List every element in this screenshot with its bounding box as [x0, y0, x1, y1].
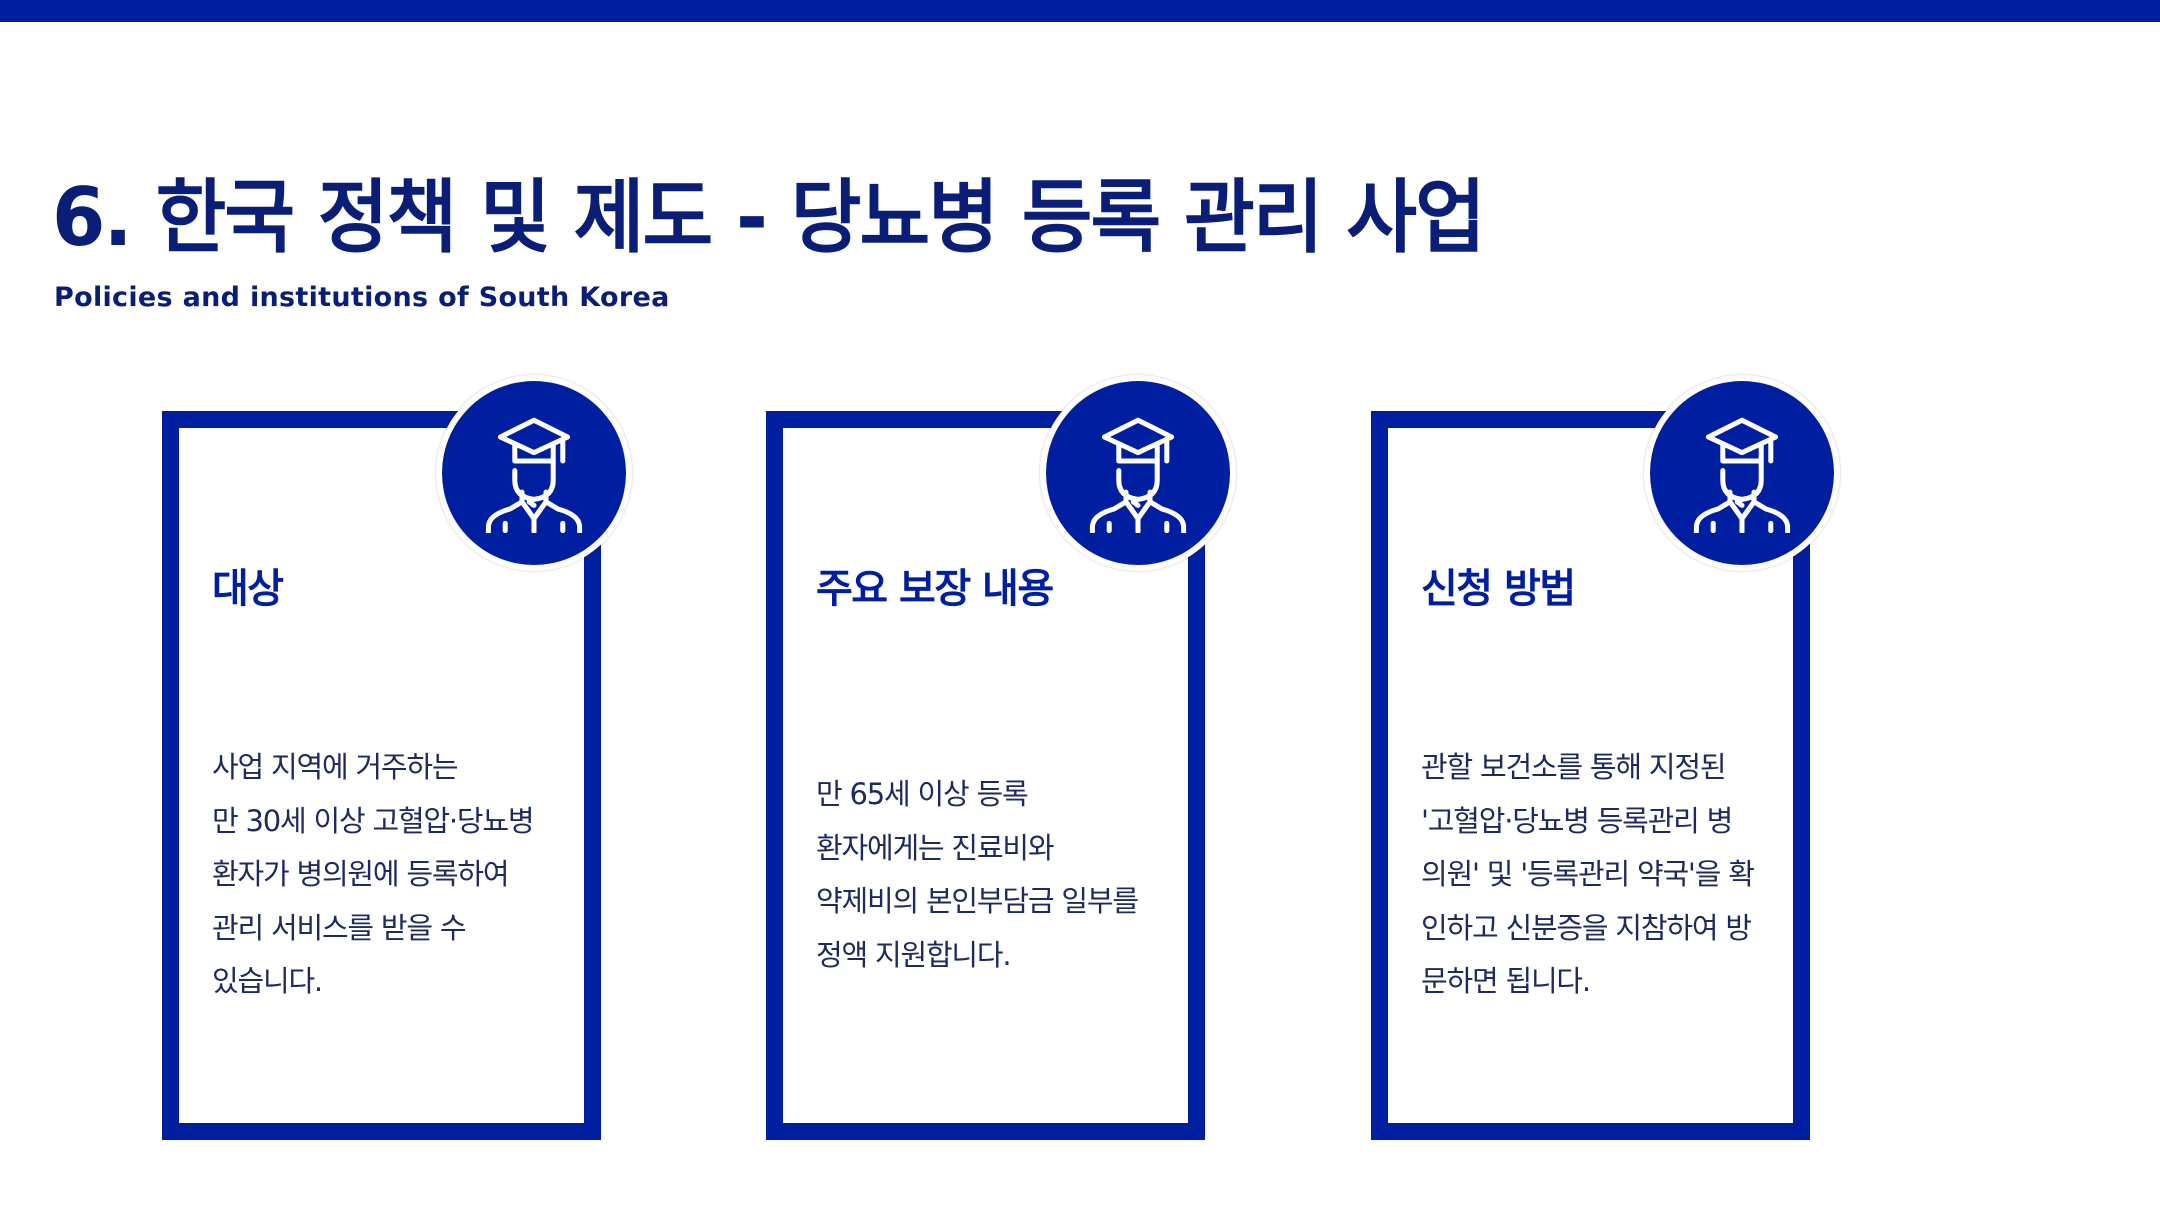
- icon-badge: [1644, 375, 1840, 571]
- card-body: 사업 지역에 거주하는 만 30세 이상 고혈압·당뇨병 환자가 병의원에 등록…: [212, 741, 612, 1009]
- body-line: 정액 지원합니다.: [816, 937, 1012, 972]
- graduate-person-icon: [485, 417, 583, 533]
- body-line: 사업 지역에 거주하는: [212, 750, 459, 784]
- card-body: 관할 보건소를 통해 지정된 '고혈압·당뇨병 등록관리 병 의원' 및 '등록…: [1421, 741, 1821, 1009]
- page-subtitle: Policies and institutions of South Korea: [54, 282, 670, 313]
- card-heading: 주요 보장 내용: [816, 566, 1054, 612]
- icon-badge: [1040, 375, 1236, 571]
- body-line: 만 30세 이상 고혈압·당뇨병: [212, 803, 535, 838]
- graduate-person-icon: [1089, 417, 1187, 533]
- card-heading: 신청 방법: [1421, 566, 1576, 612]
- body-line: 만 65세 이상 등록: [816, 777, 1029, 811]
- page-title: 6. 한국 정책 및 제도 - 당뇨병 등록 관리 사업: [52, 171, 1486, 264]
- top-accent-bar: [0, 0, 2160, 22]
- body-line: 문하면 됩니다.: [1421, 964, 1591, 998]
- body-line: '고혈압·당뇨병 등록관리 병: [1421, 803, 1733, 838]
- card-body: 만 65세 이상 등록 환자에게는 진료비와 약제비의 본인부담금 일부를 정액…: [816, 768, 1216, 982]
- graduate-person-icon: [1693, 417, 1791, 533]
- card-coverage: 주요 보장 내용 만 65세 이상 등록 환자에게는 진료비와 약제비의 본인부…: [766, 411, 1205, 1140]
- card-heading: 대상: [212, 566, 284, 612]
- body-line: 관할 보건소를 통해 지정된: [1421, 750, 1727, 784]
- body-line: 약제비의 본인부담금 일부를: [816, 884, 1139, 918]
- body-line: 환자가 병의원에 등록하여: [212, 857, 510, 891]
- icon-badge: [436, 375, 632, 571]
- body-line: 있습니다.: [212, 964, 323, 998]
- body-line: 환자에게는 진료비와: [816, 830, 1055, 865]
- body-line: 관리 서비스를 받을 수: [212, 910, 467, 945]
- body-line: 인하고 신분증을 지참하여 방: [1421, 910, 1752, 945]
- body-line: 의원' 및 '등록관리 약국'을 확: [1421, 857, 1755, 891]
